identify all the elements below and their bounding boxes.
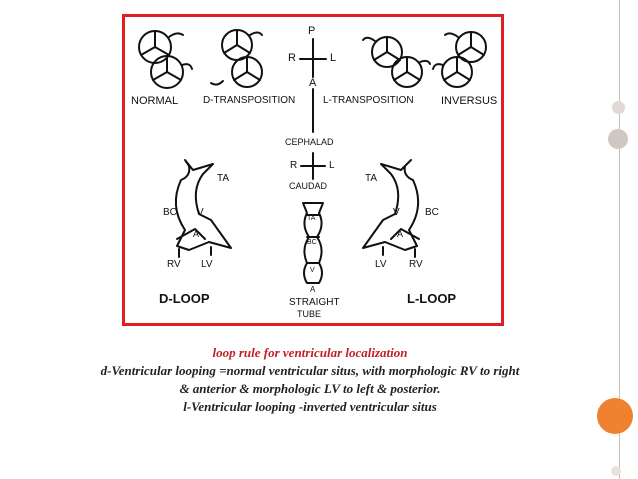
decor-dot-3 (611, 466, 621, 476)
caption-line-1: d-Ventricular looping =normal ventricula… (100, 363, 520, 378)
l-loop-heart-icon (362, 159, 420, 258)
l-transposition-vessels-icon (362, 36, 431, 88)
d-loop-ta: TA (217, 173, 230, 184)
l-loop-v: V (393, 207, 400, 218)
label-l-transposition: L-TRANSPOSITION (323, 95, 414, 106)
normal-vessels-icon (138, 30, 193, 89)
inversus-vessels-icon (432, 31, 487, 88)
d-loop-heart-icon (174, 159, 232, 258)
diagram-frame: NORMAL D-TRANSPOSITION L-TRANSPOSITION I… (122, 14, 504, 326)
loop-rule-diagram (138, 29, 487, 284)
compass-cephalad: CEPHALAD (285, 137, 334, 147)
caption-title: loop rule for ventricular localization (212, 345, 408, 360)
compass-top-r: R (288, 52, 296, 64)
slide-right-rule (619, 0, 620, 479)
decor-dot-1 (612, 101, 625, 114)
straight-tube-icon (302, 202, 324, 284)
d-loop-v: V (197, 207, 204, 218)
tube-bc: BC (307, 239, 317, 246)
l-loop-ta: TA (365, 173, 378, 184)
l-loop-a: A (397, 229, 404, 239)
tube-a: A (310, 285, 316, 294)
compass-mid-r: R (290, 160, 298, 171)
decor-dot-2 (608, 129, 628, 149)
tube-v: V (310, 267, 315, 274)
d-loop-a: A (193, 229, 200, 239)
compass-mid-icon (300, 152, 326, 180)
compass-top-p: P (308, 25, 316, 37)
l-loop-lv: LV (375, 259, 387, 270)
tube-ta: TA (307, 215, 316, 222)
compass-top-icon (299, 38, 327, 78)
d-loop-title: D-LOOP (159, 291, 210, 306)
compass-caudad: CAUDAD (289, 181, 328, 191)
compass-top-l: L (330, 52, 337, 64)
d-loop-rv: RV (167, 259, 181, 270)
compass-top-a: A (309, 77, 317, 89)
label-inversus: INVERSUS (441, 95, 498, 107)
caption-line-2: & anterior & morphologic LV to left & po… (179, 381, 441, 396)
d-transposition-vessels-icon (210, 29, 263, 88)
d-loop-lv: LV (201, 259, 213, 270)
decor-dot-orange (597, 398, 633, 434)
compass-mid-l: L (329, 160, 335, 171)
l-loop-rv: RV (409, 259, 423, 270)
label-normal: NORMAL (131, 95, 179, 107)
tube-title-1: STRAIGHT (289, 297, 340, 308)
d-loop-bc: BC (163, 207, 177, 218)
label-d-transposition: D-TRANSPOSITION (203, 95, 296, 106)
caption-line-3: l-Ventricular looping -inverted ventricu… (183, 399, 437, 414)
l-loop-title: L-LOOP (407, 291, 457, 306)
l-loop-bc: BC (425, 207, 439, 218)
tube-title-2: TUBE (297, 309, 322, 319)
